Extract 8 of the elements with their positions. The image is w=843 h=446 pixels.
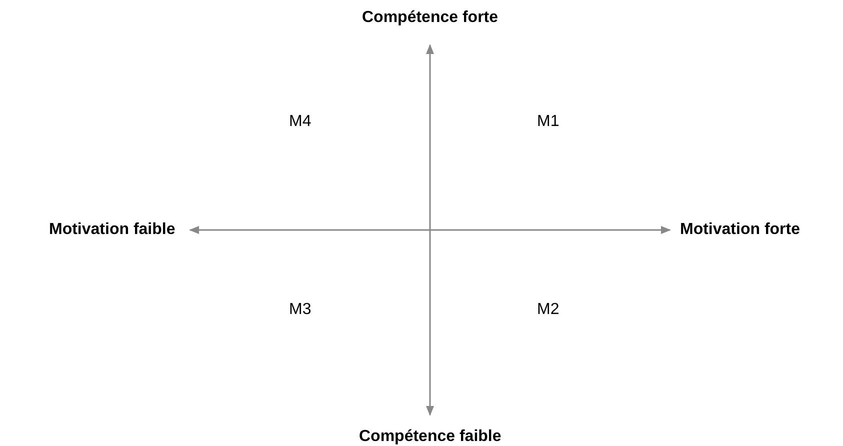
axis-label: Motivation faible bbox=[49, 220, 176, 240]
quadrant-label: M1 bbox=[537, 112, 560, 132]
axis-label: Compétence faible bbox=[359, 427, 502, 446]
quadrant-label: M3 bbox=[289, 300, 312, 320]
quadrant-label: M4 bbox=[289, 112, 312, 132]
axis-label: Compétence forte bbox=[362, 8, 498, 28]
quadrant-label: M2 bbox=[537, 300, 560, 320]
axis-label: Motivation forte bbox=[680, 220, 800, 240]
